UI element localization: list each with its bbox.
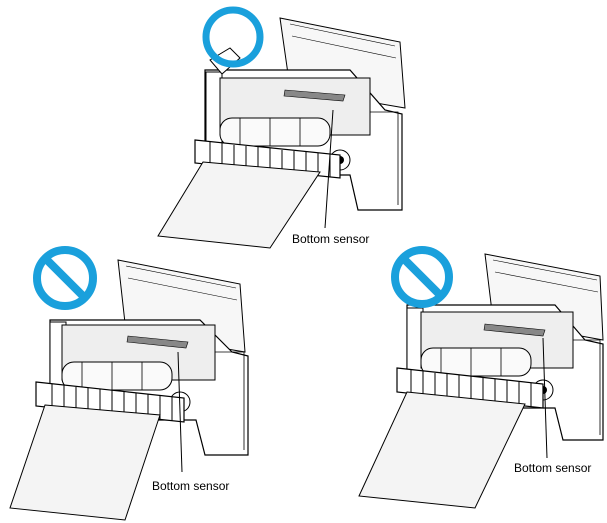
bottom-sensor-label-left: Bottom sensor: [152, 479, 230, 493]
bottom-sensor-label-right: Bottom sensor: [514, 461, 592, 475]
panel-left-prohibited: Bottom sensor: [0, 240, 275, 523]
prohibited-sign-icon: [391, 246, 453, 308]
correct-circle-icon: [202, 6, 264, 68]
bottom-sensor-label-top: Bottom sensor: [292, 232, 370, 246]
printer-illustration-top: [157, 6, 406, 249]
sensor-leader-line: [542, 337, 548, 459]
printer-illustration-right: [358, 246, 604, 509]
prohibited-sign-icon: [33, 246, 97, 310]
sensor-leader-line: [324, 109, 334, 229]
printer-illustration-left: [9, 246, 249, 521]
sensor-leader-line: [177, 351, 183, 473]
panel-top-correct: Bottom sensor: [140, 0, 420, 260]
panel-right-prohibited: Bottom sensor: [345, 240, 607, 523]
